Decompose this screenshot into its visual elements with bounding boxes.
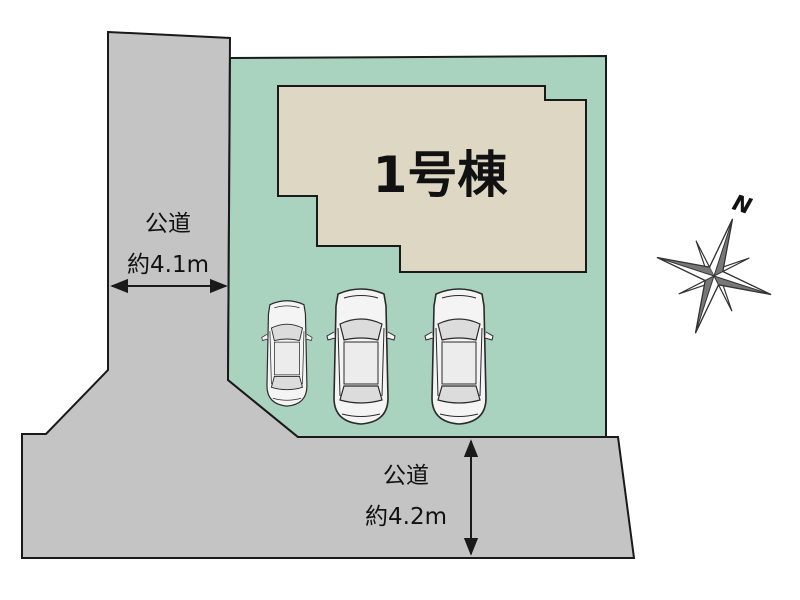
- building-label: 1号棟: [373, 146, 509, 204]
- south-road-width: 約4.2m: [365, 504, 447, 530]
- car-2: [326, 288, 396, 425]
- car-3: [424, 288, 494, 425]
- building-footprint: [277, 85, 587, 273]
- compass-north-label: N: [729, 191, 754, 220]
- south-road-name: 公道: [383, 463, 429, 489]
- west-road-width: 約4.1m: [127, 252, 209, 278]
- car-1: [261, 300, 313, 407]
- compass-rose-icon: [656, 218, 772, 334]
- west-road-name: 公道: [145, 211, 191, 237]
